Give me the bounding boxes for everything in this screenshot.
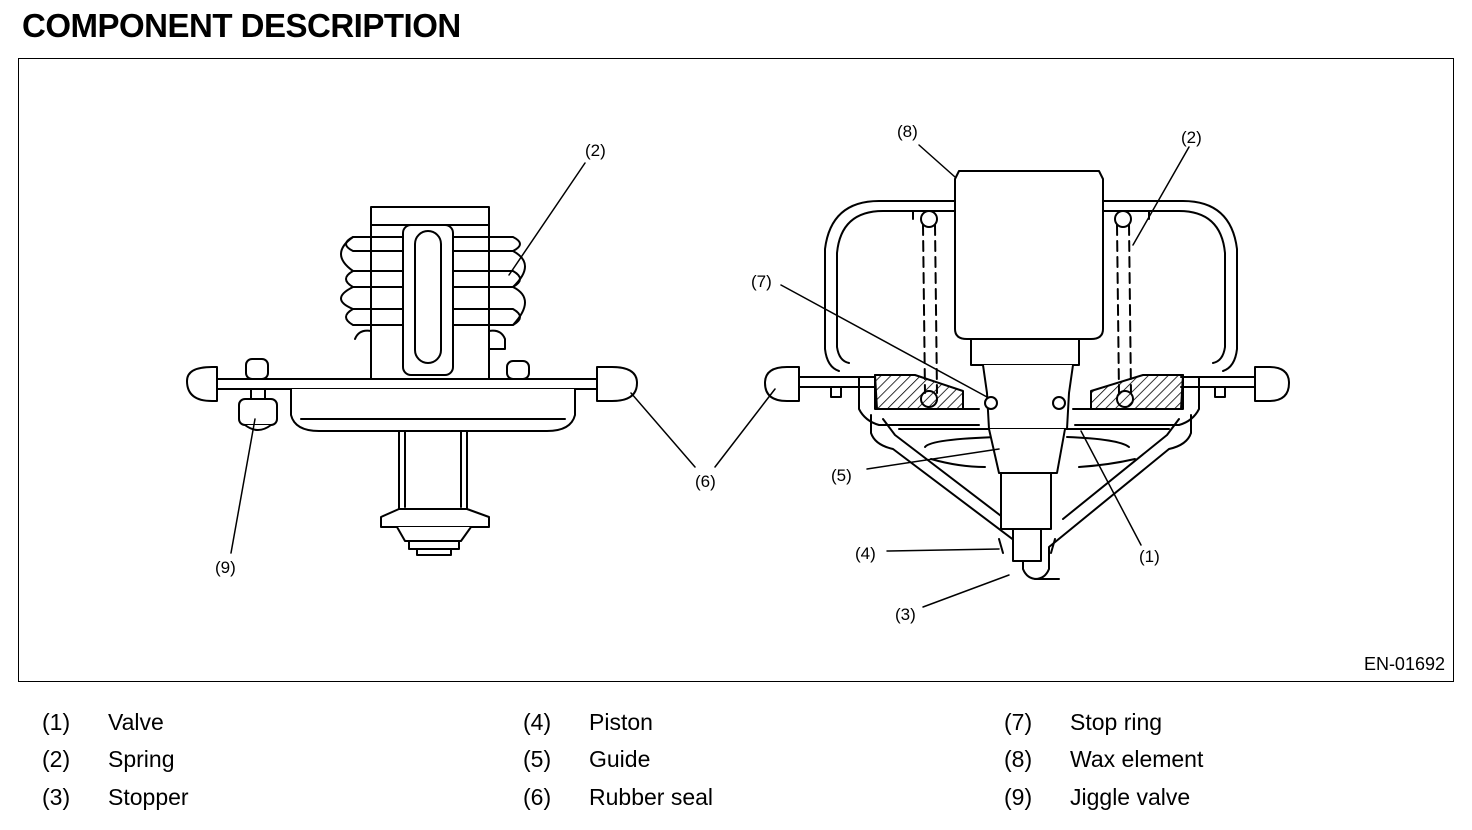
legend-number: (2): [42, 746, 71, 772]
legend-number: (3): [42, 784, 71, 810]
callout-labels: (2) (9) (6) (8) (2) (7) (5) (4) (1) (3): [215, 122, 1202, 624]
thermostat-section-view: [764, 170, 1290, 580]
right-frame: [824, 200, 1238, 372]
callout-wax-element: (8): [897, 122, 918, 141]
legend-name: Rubber seal: [589, 784, 714, 810]
callout-jiggle-valve: (9): [215, 558, 236, 577]
legend-number: (9): [1004, 784, 1033, 810]
figure-code: EN-01692: [1363, 654, 1445, 674]
legend-number: (5): [523, 746, 552, 772]
legend-name: Spring: [108, 746, 175, 772]
callout-left-spring: (2): [585, 141, 606, 160]
callout-piston: (4): [855, 544, 876, 563]
component-diagram: (2) (9) (6) (8) (2) (7) (5) (4) (1) (3) …: [18, 58, 1454, 682]
thermostat-exterior-view: [186, 206, 638, 556]
legend-name: Stopper: [108, 784, 189, 810]
callout-stop-ring: (7): [751, 272, 772, 291]
left-lower-body: [290, 388, 576, 556]
component-legend: (1) Valve (2) Spring (3) Stopper (4) Pis…: [0, 700, 1472, 820]
legend-name: Stop ring: [1070, 709, 1163, 735]
page-title: COMPONENT DESCRIPTION: [22, 7, 461, 44]
left-flange: [186, 360, 638, 402]
right-flange: [764, 366, 1290, 426]
legend-number: (7): [1004, 709, 1033, 735]
wax-element: [954, 170, 1104, 366]
legend-number: (6): [523, 784, 552, 810]
callout-guide: (5): [831, 466, 852, 485]
legend-name: Guide: [589, 746, 651, 772]
callout-right-spring: (2): [1181, 128, 1202, 147]
legend-name: Jiggle valve: [1070, 784, 1191, 810]
legend-name: Valve: [108, 709, 164, 735]
jiggle-valve: [238, 358, 278, 431]
legend-name: Piston: [589, 709, 653, 735]
left-spring: [340, 236, 526, 326]
legend-number: (1): [42, 709, 71, 735]
callout-valve: (1): [1139, 547, 1160, 566]
right-piston-guide: [982, 364, 1074, 562]
leader-lines: [230, 144, 1190, 608]
callout-rubber-seal: (6): [695, 472, 716, 491]
legend-name: Wax element: [1070, 746, 1204, 772]
legend-number: (8): [1004, 746, 1033, 772]
left-center-post: [354, 206, 506, 380]
thermostat-illustration: (2) (9) (6) (8) (2) (7) (5) (4) (1) (3): [186, 122, 1290, 624]
legend-number: (4): [523, 709, 552, 735]
callout-stopper: (3): [895, 605, 916, 624]
